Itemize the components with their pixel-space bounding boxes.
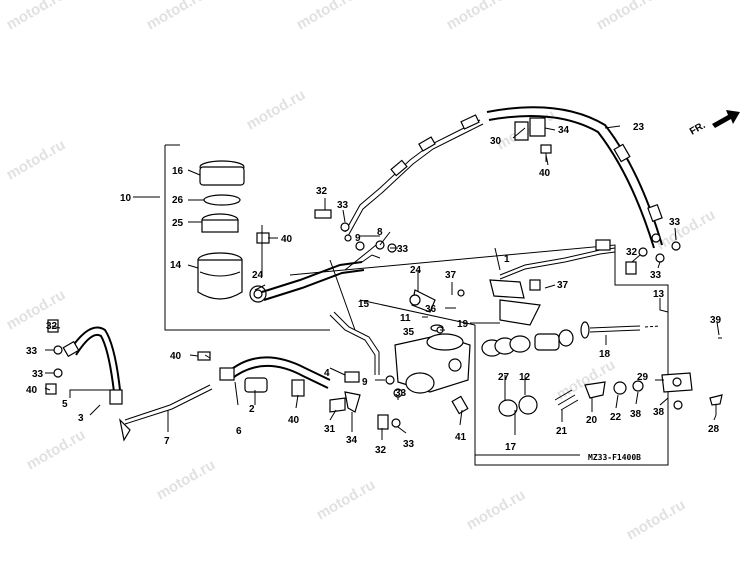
callout-11: 11 — [400, 313, 411, 324]
callout-32d: 32 — [626, 247, 638, 258]
callout-40c: 40 — [170, 351, 182, 362]
callout-28: 28 — [708, 424, 720, 435]
callout-37a: 37 — [445, 270, 457, 281]
watermark: motod.ru — [624, 496, 689, 543]
callout-27: 27 — [498, 372, 510, 383]
callout-7: 7 — [164, 436, 170, 447]
watermark: motod.ru — [314, 476, 379, 523]
long-brake-hose — [486, 106, 663, 249]
callout-labels: 1 2 3 4 5 6 7 8 9 9 10 11 12 13 14 15 16… — [26, 122, 722, 456]
piston-kit — [481, 329, 644, 417]
callout-38b: 38 — [653, 407, 665, 418]
callout-22: 22 — [610, 412, 622, 423]
callout-20: 20 — [586, 415, 598, 426]
callout-16: 16 — [172, 166, 184, 177]
callout-25: 25 — [172, 218, 184, 229]
callout-39: 39 — [710, 315, 722, 326]
callout-21: 21 — [556, 426, 568, 437]
watermark: motod.ru — [24, 426, 89, 473]
callout-31: 31 — [324, 424, 336, 435]
callout-40e: 40 — [288, 415, 300, 426]
front-indicator-label: FR. — [688, 120, 708, 138]
callout-17: 17 — [505, 442, 517, 453]
hose-clip — [514, 117, 552, 162]
left-brake-hose — [62, 326, 213, 442]
diagram-code: MZ33-F1400B — [588, 453, 641, 462]
callout-33f: 33 — [403, 439, 415, 450]
callout-33g: 33 — [669, 217, 681, 228]
watermark: motod.ru — [244, 86, 309, 133]
watermark: motod.ru — [4, 136, 69, 183]
callout-23: 23 — [633, 122, 645, 133]
callout-37b: 37 — [557, 280, 569, 291]
callout-24b: 24 — [410, 265, 422, 276]
bracket-31 — [329, 391, 361, 413]
reservoir-assembly — [197, 160, 267, 303]
callout-10: 10 — [120, 193, 132, 204]
watermark: motod.ru — [444, 0, 509, 33]
callout-36: 36 — [425, 304, 437, 315]
callout-33d: 33 — [32, 369, 44, 380]
callout-29: 29 — [637, 372, 649, 383]
clevis — [661, 337, 723, 415]
callout-3: 3 — [78, 413, 84, 424]
upper-brake-pipe — [344, 114, 484, 237]
assembly-frames — [164, 144, 669, 466]
callout-24a: 24 — [252, 270, 264, 281]
callout-40a: 40 — [281, 234, 293, 245]
callout-38a: 38 — [630, 409, 642, 420]
callout-35: 35 — [403, 327, 415, 338]
watermark: motod.ru — [154, 456, 219, 503]
callout-33h: 33 — [650, 270, 662, 281]
callout-40b: 40 — [539, 168, 551, 179]
callout-33a: 33 — [337, 200, 349, 211]
pipe-4 — [329, 311, 380, 383]
callout-8: 8 — [377, 227, 383, 238]
callout-19: 19 — [457, 319, 469, 330]
callout-4: 4 — [324, 368, 330, 379]
watermark: motod.ru — [4, 0, 69, 33]
callout-9a: 9 — [355, 233, 361, 244]
callout-18: 18 — [599, 349, 611, 360]
callout-34b: 34 — [346, 435, 358, 446]
callout-2: 2 — [249, 404, 255, 415]
front-arrow-indicator: FR. — [688, 110, 740, 138]
callout-15: 15 — [358, 299, 370, 310]
callout-41: 41 — [455, 432, 467, 443]
callout-1: 1 — [504, 254, 510, 265]
callout-33c: 33 — [26, 346, 38, 357]
front-arrow-icon — [712, 110, 740, 128]
push-rod — [580, 321, 661, 339]
watermark: motod.ru — [594, 0, 659, 33]
callout-6: 6 — [236, 426, 242, 437]
leader-lines — [44, 125, 720, 440]
callout-32a: 32 — [316, 186, 328, 197]
callout-40d: 40 — [26, 385, 38, 396]
callout-30: 30 — [490, 136, 502, 147]
callout-13: 13 — [653, 289, 665, 300]
reservoir-hose — [261, 254, 381, 301]
callout-14: 14 — [170, 260, 182, 271]
callout-32c: 32 — [375, 445, 387, 456]
callout-32b: 32 — [46, 321, 58, 332]
callout-9b: 9 — [362, 377, 368, 388]
callout-34a: 34 — [558, 125, 570, 136]
watermark: motod.ru — [654, 206, 719, 253]
watermark: motod.ru — [464, 486, 529, 533]
watermark: motod.ru — [294, 0, 359, 33]
mid-brake-hose — [219, 356, 331, 397]
switch-pipe — [489, 239, 616, 326]
callout-33e: 33 — [395, 388, 407, 399]
callout-12: 12 — [519, 372, 531, 383]
watermark: motod.ru — [554, 356, 619, 403]
callout-33b: 33 — [397, 244, 409, 255]
bolts — [45, 209, 637, 430]
callout-26: 26 — [172, 195, 184, 206]
watermark: motod.ru — [144, 0, 209, 33]
callout-5: 5 — [62, 399, 68, 410]
